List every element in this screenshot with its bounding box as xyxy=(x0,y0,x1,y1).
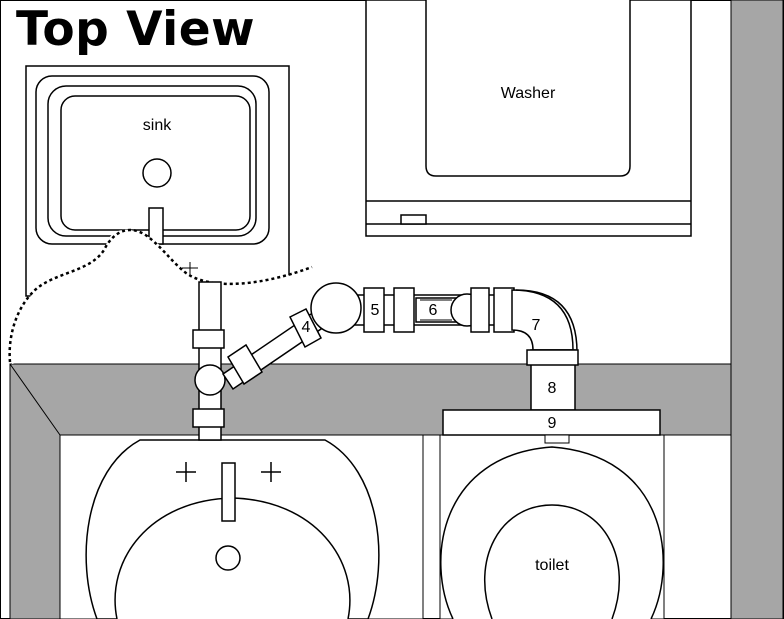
lower-sink xyxy=(59,434,424,619)
hot-tap-icon xyxy=(176,462,196,482)
coupling-7 xyxy=(493,287,515,333)
diagonal-coupling-upper xyxy=(288,307,322,349)
part-number-9: 9 xyxy=(548,415,557,432)
sink-label: sink xyxy=(143,117,172,134)
diagram-title: Top View xyxy=(16,2,256,57)
section-6 xyxy=(415,297,457,323)
washer: Washer xyxy=(365,0,692,237)
part-number-7: 7 xyxy=(532,317,541,334)
small-plus-mark xyxy=(182,262,198,275)
part-number-6: 6 xyxy=(429,302,438,319)
toilet: toilet xyxy=(439,434,665,619)
horizontal-pipe xyxy=(310,282,515,334)
toilet-label: toilet xyxy=(535,557,569,574)
vertical-drain-pipe xyxy=(192,281,226,441)
sink-drain-icon xyxy=(142,158,172,188)
lower-sink-faucet-icon xyxy=(221,462,236,522)
right-wall xyxy=(730,0,784,619)
part-number-8: 8 xyxy=(548,380,557,397)
lower-coupling xyxy=(192,408,225,428)
tee-fitting xyxy=(194,364,226,396)
elbow-4 xyxy=(310,282,362,334)
coupling-8 xyxy=(526,349,579,366)
cold-tap-icon xyxy=(261,462,281,482)
lower-sink-drain-icon xyxy=(215,545,241,571)
diagonal-coupling-lower xyxy=(226,343,264,386)
coupling-5 xyxy=(363,287,385,333)
part-number-5: 5 xyxy=(371,302,380,319)
elbow-7 xyxy=(511,289,574,351)
washer-label: Washer xyxy=(501,85,556,102)
upper-coupling xyxy=(192,329,225,349)
wall-corner-line xyxy=(9,363,61,436)
part-number-4: 4 xyxy=(302,319,311,336)
coupling-5b xyxy=(393,287,415,333)
